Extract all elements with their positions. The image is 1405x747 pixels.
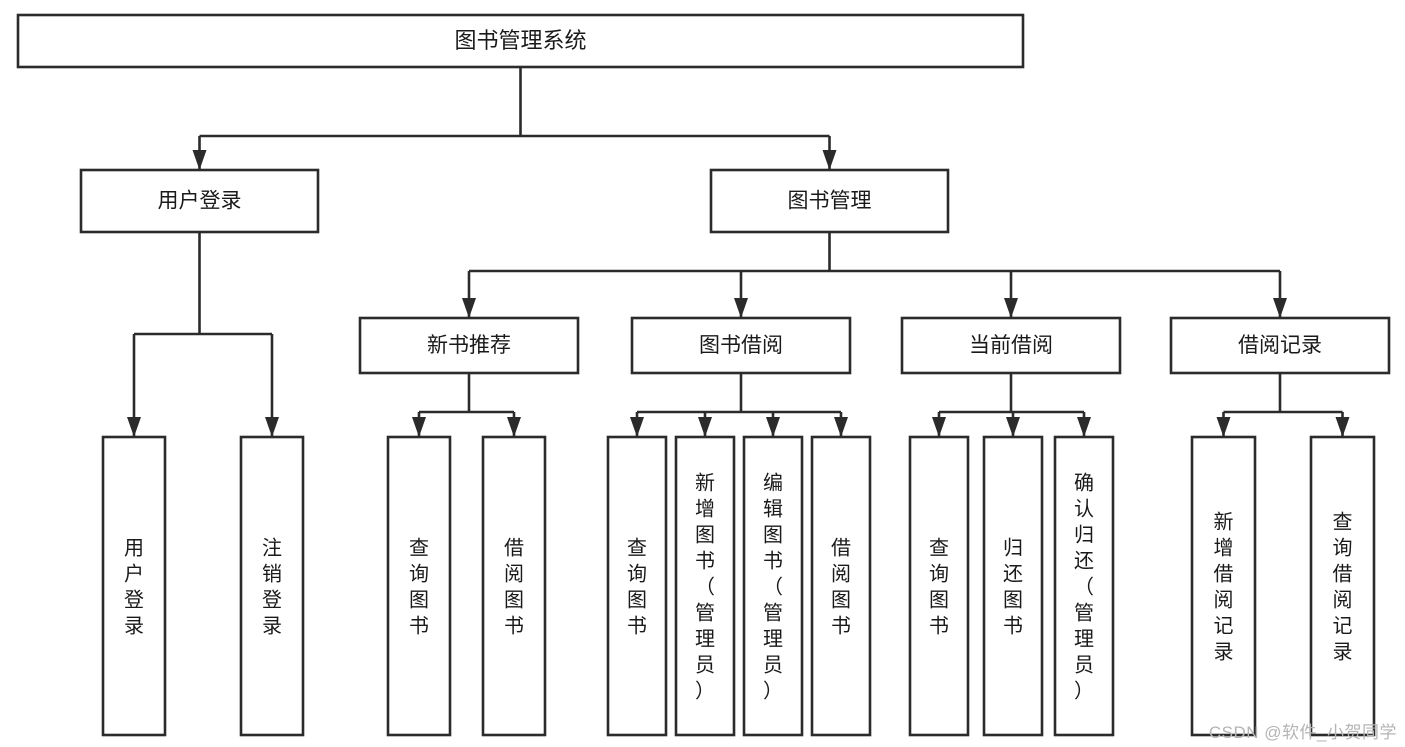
node-root[interactable]: 图书管理系统 [16, 13, 1025, 69]
node-box-leaf-add-book [674, 435, 736, 737]
edge-group-new-book-rec [412, 373, 521, 437]
node-label-current-borrow: 当前借阅 [969, 334, 1053, 357]
arrow-head-icon [766, 417, 780, 437]
node-label-leaf-query-book-rec: 查询图书 [409, 536, 429, 637]
edge-group-current-borrow [932, 373, 1091, 437]
node-leaf-return-book[interactable]: 归还图书 [982, 435, 1044, 737]
arrow-head-icon [698, 417, 712, 437]
arrow-head-icon [630, 417, 644, 437]
node-box-leaf-confirm-return [1053, 435, 1115, 737]
node-box-leaf-borrow-book-rec [481, 435, 547, 737]
arrow-head-icon [192, 150, 207, 170]
node-label-leaf-borrow-book: 借阅图书 [831, 536, 851, 637]
node-label-borrow-record: 借阅记录 [1238, 334, 1322, 357]
node-label-leaf-query-record: 查询借阅记录 [1333, 510, 1353, 663]
arrow-head-icon [822, 150, 837, 170]
node-current-borrow[interactable]: 当前借阅 [900, 316, 1122, 375]
node-label-leaf-query-book-cur: 查询图书 [929, 536, 949, 637]
node-book-borrow[interactable]: 图书借阅 [630, 316, 852, 375]
node-box-borrow-record [1169, 316, 1391, 375]
node-leaf-query-book-borrow[interactable]: 查询图书 [606, 435, 668, 737]
node-box-leaf-user-login [101, 435, 167, 737]
node-box-leaf-query-book-borrow [606, 435, 668, 737]
arrow-head-icon [462, 298, 476, 318]
node-label-book-manage: 图书管理 [788, 190, 872, 213]
arrow-head-icon [1335, 417, 1350, 437]
node-box-leaf-query-record [1309, 435, 1376, 737]
node-box-leaf-query-book-rec [386, 435, 452, 737]
edge-group-user-login [127, 232, 279, 437]
edge-group-root [192, 67, 837, 170]
arrow-head-icon [1273, 298, 1287, 318]
arrow-head-icon [265, 417, 279, 437]
node-label-leaf-user-logout: 注销登录 [262, 536, 282, 637]
node-leaf-user-login[interactable]: 用户登录 [101, 435, 167, 737]
connectors-layer [127, 67, 1350, 437]
node-label-leaf-add-record: 新增借阅记录 [1214, 510, 1234, 663]
node-borrow-record[interactable]: 借阅记录 [1169, 316, 1391, 375]
node-leaf-borrow-book-rec[interactable]: 借阅图书 [481, 435, 547, 737]
arrow-head-icon [834, 417, 848, 437]
edge-group-book-manage [462, 232, 1287, 318]
node-box-current-borrow [900, 316, 1122, 375]
node-label-root: 图书管理系统 [454, 28, 586, 53]
node-box-leaf-borrow-book [810, 435, 872, 737]
arrow-head-icon [412, 417, 426, 437]
nodes-layer: 图书管理系统用户登录图书管理新书推荐图书借阅当前借阅借阅记录用户登录注销登录查询… [16, 13, 1391, 737]
node-label-leaf-borrow-book-rec: 借阅图书 [504, 536, 524, 637]
node-label-leaf-user-login: 用户登录 [124, 537, 144, 637]
node-user-login[interactable]: 用户登录 [79, 168, 320, 234]
arrow-head-icon [734, 298, 748, 318]
arrow-head-icon [1077, 417, 1091, 437]
node-box-user-login [79, 168, 320, 234]
csdn-watermark: CSDN @软件_小贺同学 [1208, 723, 1397, 742]
node-leaf-edit-book[interactable]: 编辑图书（管理员） [742, 435, 804, 737]
node-label-leaf-return-book: 归还图书 [1003, 536, 1023, 637]
node-leaf-add-record[interactable]: 新增借阅记录 [1190, 435, 1257, 737]
node-new-book-rec[interactable]: 新书推荐 [358, 316, 580, 375]
node-label-leaf-edit-book: 编辑图书（管理员） [763, 471, 783, 702]
arrow-head-icon [932, 417, 946, 437]
node-box-leaf-query-book-cur [908, 435, 970, 737]
node-box-book-manage [709, 168, 950, 234]
node-box-new-book-rec [358, 316, 580, 375]
arrow-head-icon [1216, 417, 1231, 437]
edge-group-borrow-record [1216, 373, 1350, 437]
arrow-head-icon [1006, 417, 1020, 437]
node-leaf-borrow-book[interactable]: 借阅图书 [810, 435, 872, 737]
arrow-head-icon [127, 417, 141, 437]
node-label-user-login: 用户登录 [158, 190, 242, 213]
node-label-leaf-confirm-return: 确认归还（管理员） [1074, 471, 1094, 702]
node-label-book-borrow: 图书借阅 [699, 334, 783, 357]
node-box-leaf-user-logout [239, 435, 305, 737]
node-label-leaf-query-book-borrow: 查询图书 [627, 536, 647, 637]
arrow-head-icon [507, 417, 521, 437]
node-box-leaf-add-record [1190, 435, 1257, 737]
node-label-new-book-rec: 新书推荐 [427, 334, 511, 357]
node-leaf-add-book[interactable]: 新增图书（管理员） [674, 435, 736, 737]
arrow-head-icon [1004, 298, 1018, 318]
node-box-leaf-return-book [982, 435, 1044, 737]
node-leaf-user-logout[interactable]: 注销登录 [239, 435, 305, 737]
node-label-leaf-add-book: 新增图书（管理员） [695, 471, 715, 702]
node-box-book-borrow [630, 316, 852, 375]
node-leaf-query-book-cur[interactable]: 查询图书 [908, 435, 970, 737]
node-box-leaf-edit-book [742, 435, 804, 737]
node-leaf-confirm-return[interactable]: 确认归还（管理员） [1053, 435, 1115, 737]
node-leaf-query-book-rec[interactable]: 查询图书 [386, 435, 452, 737]
node-leaf-query-record[interactable]: 查询借阅记录 [1309, 435, 1376, 737]
node-book-manage[interactable]: 图书管理 [709, 168, 950, 234]
node-box-root [16, 13, 1025, 69]
edge-group-book-borrow [630, 373, 848, 437]
